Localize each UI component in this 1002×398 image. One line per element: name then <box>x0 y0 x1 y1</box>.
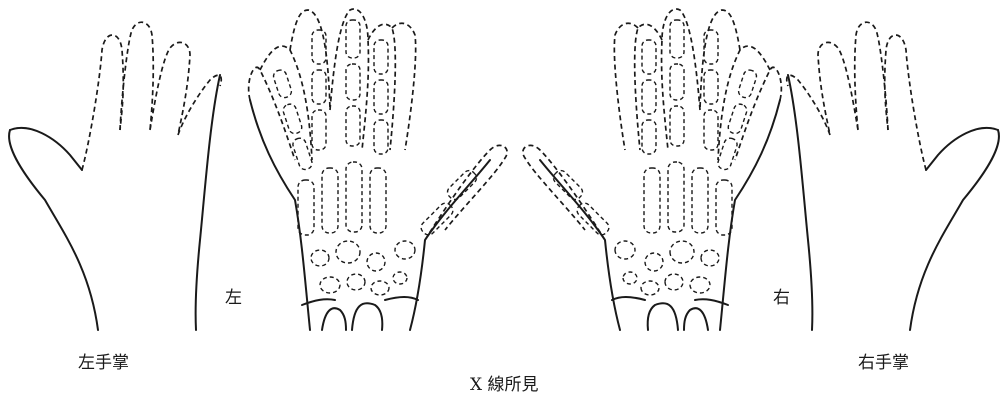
right-xray-hand-drawing <box>523 9 781 330</box>
left-xray-side-label: 左 <box>225 283 242 308</box>
right-palm-label: 右手掌 <box>858 348 909 373</box>
right-palm-drawing <box>787 22 999 330</box>
left-xray-hand-drawing <box>249 9 507 330</box>
left-palm-label: 左手掌 <box>78 348 129 373</box>
right-xray-side-label: 右 <box>773 283 790 308</box>
left-palm-drawing <box>9 22 221 330</box>
xray-caption: X 線所見 <box>470 370 539 395</box>
